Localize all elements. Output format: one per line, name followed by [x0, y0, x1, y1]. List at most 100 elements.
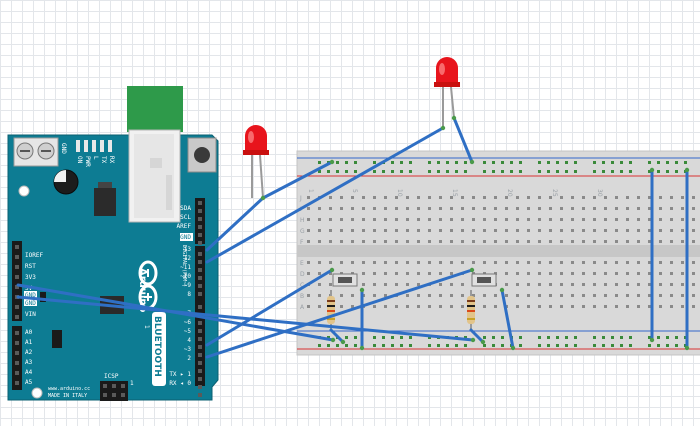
- hole: [492, 336, 495, 339]
- hole: [547, 170, 550, 173]
- hole: [307, 196, 310, 199]
- hole: [446, 170, 449, 173]
- hole: [307, 229, 310, 232]
- hole: [675, 170, 678, 173]
- hole: [446, 344, 449, 347]
- hole: [615, 294, 618, 297]
- hole: [538, 344, 541, 347]
- hole: [571, 283, 574, 286]
- hole: [657, 336, 660, 339]
- hole: [538, 283, 541, 286]
- hole: [494, 294, 497, 297]
- hole: [582, 261, 585, 264]
- hole: [538, 305, 541, 308]
- hole: [472, 229, 475, 232]
- hole: [15, 331, 19, 335]
- col-num-20: 20: [506, 189, 513, 197]
- pin-label-a3: A3: [25, 359, 33, 366]
- wire-led2-to-pin12: [205, 126, 445, 264]
- hole: [15, 245, 19, 249]
- hole: [556, 336, 559, 339]
- hole: [409, 336, 412, 339]
- hole: [340, 218, 343, 221]
- hole: [373, 240, 376, 243]
- hole: [384, 283, 387, 286]
- hole: [681, 229, 684, 232]
- hole: [345, 344, 348, 347]
- hole: [461, 283, 464, 286]
- hole: [406, 218, 409, 221]
- hole: [670, 196, 673, 199]
- hole: [329, 229, 332, 232]
- bluetooth-badge: [152, 312, 166, 386]
- hole: [549, 229, 552, 232]
- hole: [318, 240, 321, 243]
- hole: [604, 240, 607, 243]
- hole: [602, 161, 605, 164]
- hole: [450, 207, 453, 210]
- hole: [670, 294, 673, 297]
- hole: [428, 240, 431, 243]
- pin-label-gnd-2: GND: [25, 300, 36, 307]
- hole: [565, 344, 568, 347]
- wire-end: [684, 167, 690, 173]
- hole: [395, 272, 398, 275]
- hole: [516, 305, 519, 308]
- hole: [439, 229, 442, 232]
- hole: [494, 229, 497, 232]
- pin-label-rst: RST: [25, 263, 36, 270]
- hole: [417, 283, 420, 286]
- hole: [538, 161, 541, 164]
- hole: [604, 229, 607, 232]
- hole: [15, 265, 19, 269]
- hole: [121, 384, 125, 388]
- hole: [637, 261, 640, 264]
- hole: [492, 344, 495, 347]
- hole: [626, 229, 629, 232]
- wire-end: [451, 115, 457, 121]
- hole: [198, 337, 202, 341]
- hole: [336, 344, 339, 347]
- hole: [675, 336, 678, 339]
- hole: [384, 272, 387, 275]
- hole: [329, 261, 332, 264]
- hole: [527, 272, 530, 275]
- hole: [406, 207, 409, 210]
- row-letter-g: G: [300, 228, 305, 235]
- hole: [384, 305, 387, 308]
- arduino-board: GND ON PWR L TX RX: [7, 86, 219, 401]
- hole: [505, 261, 508, 264]
- hole: [615, 261, 618, 264]
- hole: [538, 261, 541, 264]
- hole: [307, 305, 310, 308]
- led-label-tx: TX: [100, 156, 107, 164]
- jumper-small: [40, 292, 46, 302]
- wire-led1-to-rail: [261, 160, 334, 200]
- hole: [648, 283, 651, 286]
- hole: [604, 196, 607, 199]
- hole: [461, 229, 464, 232]
- hole: [318, 294, 321, 297]
- hole: [659, 261, 662, 264]
- pin-label-a2: A2: [25, 349, 33, 356]
- hole: [450, 283, 453, 286]
- pin-label-vin: VIN: [25, 311, 36, 318]
- icsp-number: 1: [130, 380, 134, 387]
- hole: [666, 344, 669, 347]
- hole: [450, 305, 453, 308]
- analog-pin-labels: A0 A1 A2 A3 A4 A5: [25, 329, 33, 386]
- hole: [637, 207, 640, 210]
- hole: [400, 336, 403, 339]
- hole: [593, 283, 596, 286]
- hole: [318, 218, 321, 221]
- hole: [492, 161, 495, 164]
- hole: [428, 336, 431, 339]
- hole: [351, 207, 354, 210]
- hole: [692, 272, 695, 275]
- wire-end: [499, 287, 505, 293]
- hole: [351, 196, 354, 199]
- hole: [362, 218, 365, 221]
- hole: [648, 294, 651, 297]
- hole: [582, 305, 585, 308]
